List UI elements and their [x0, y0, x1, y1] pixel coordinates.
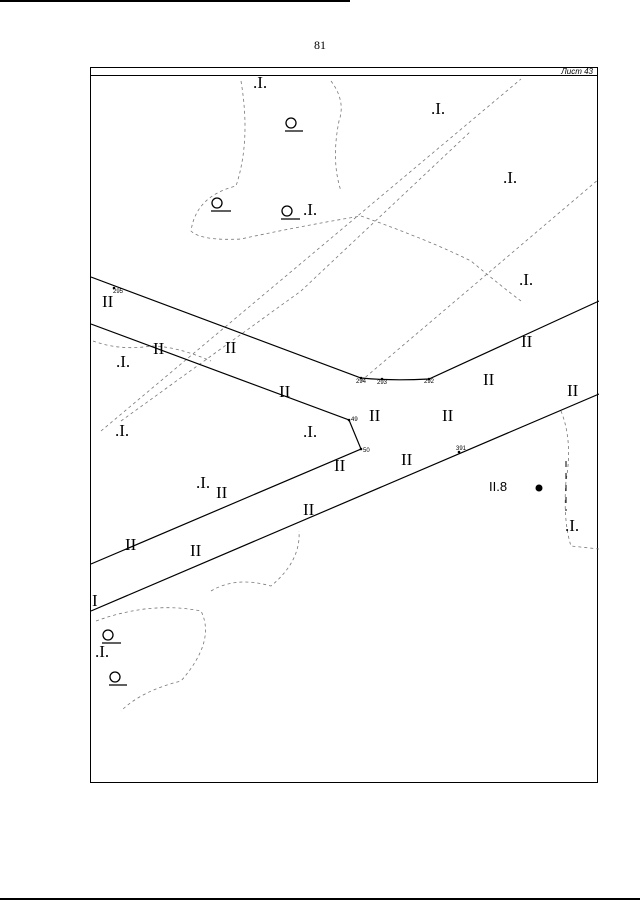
meadow-symbol: .I.	[253, 73, 267, 92]
point-label-292: 292	[424, 379, 435, 385]
meadow-symbol: .I.	[431, 99, 445, 118]
page-number: 81	[314, 38, 326, 52]
shrub-symbol	[109, 671, 127, 686]
grass-symbol: II	[521, 332, 533, 351]
shrub-symbol	[285, 117, 303, 132]
boundary-line-lower-mid	[210, 530, 300, 592]
road-edges	[91, 276, 599, 612]
grass-symbol: II	[216, 483, 228, 502]
shrub-symbol	[281, 205, 300, 220]
road-edge-lower-right	[91, 393, 599, 612]
grass-symbol: II	[334, 456, 346, 475]
survey-point-391	[457, 450, 461, 454]
bottom-rule	[0, 898, 640, 900]
shrub-symbol	[211, 197, 231, 212]
grass-symbol: I	[92, 591, 98, 610]
point-label-49: 49	[351, 417, 358, 423]
boundary-line-diagonal-lower	[360, 178, 599, 382]
grass-symbol: II	[125, 535, 137, 554]
meadow-symbol: .I.	[519, 270, 533, 289]
map-header-bar	[91, 68, 597, 76]
shrub-symbol	[102, 629, 121, 644]
point-label-293: 293	[377, 380, 388, 386]
grass-symbol: II	[567, 381, 579, 400]
meadow-symbols: .I. .I. .I. .I. .I. .I. .I. .I. .I. .I. …	[95, 73, 579, 661]
boundary-line-diagonal-upper	[100, 78, 522, 432]
road-edge-upper-left	[91, 276, 599, 381]
meadow-symbol: .I.	[303, 200, 317, 219]
meadow-symbol: .I.	[116, 352, 130, 371]
grass-symbol: II	[225, 338, 237, 357]
sheet-label: Лист 43	[561, 67, 593, 76]
road-edge-lower-left	[91, 323, 362, 565]
boundary-line-lower-left	[95, 607, 206, 712]
map-canvas: 295 294 293 292 49 50 391 II.8 II II II …	[91, 73, 599, 712]
meadow-symbol: .I.	[565, 516, 579, 535]
meadow-symbol: .I.	[503, 168, 517, 187]
boundary-line-upper-left	[190, 80, 522, 302]
feature-label-ii8: II.8	[489, 479, 507, 494]
boundary-line-diagonal-mid	[120, 130, 472, 422]
grass-symbols: II II II II II II II II II II II II II I…	[92, 292, 579, 610]
survey-point-295	[112, 286, 116, 290]
grass-symbol: II	[442, 406, 454, 425]
survey-point-50	[359, 447, 363, 451]
well-marker	[535, 484, 543, 492]
point-label-391: 391	[456, 446, 467, 452]
meadow-symbol: .I.	[95, 642, 109, 661]
survey-point-293	[380, 377, 384, 381]
point-label-294: 294	[356, 379, 367, 385]
grass-symbol: II	[102, 292, 114, 311]
boundary-line-top	[330, 80, 342, 192]
parcel-boundaries	[92, 78, 599, 712]
grass-symbol: II	[401, 450, 413, 469]
grass-symbol: II	[190, 541, 202, 560]
point-label-295: 295	[113, 289, 124, 295]
point-label-50: 50	[363, 448, 370, 454]
boundary-line-right	[560, 410, 599, 550]
meadow-symbol: .I.	[115, 421, 129, 440]
grass-symbol: II	[369, 406, 381, 425]
survey-points	[112, 286, 543, 492]
grass-symbol: II	[279, 382, 291, 401]
top-rule	[0, 0, 350, 2]
survey-point-294	[359, 376, 363, 380]
grass-symbol: II	[483, 370, 495, 389]
shrub-symbols	[102, 117, 303, 686]
survey-point-292	[427, 377, 431, 381]
meadow-symbol: .I.	[196, 473, 210, 492]
survey-point-49	[347, 418, 351, 422]
map-frame: Лист 43	[90, 67, 599, 783]
meadow-symbol: .I.	[303, 422, 317, 441]
grass-symbol: II	[303, 500, 315, 519]
grass-symbol: II	[153, 339, 165, 358]
boundary-line-left-strip	[92, 340, 212, 362]
